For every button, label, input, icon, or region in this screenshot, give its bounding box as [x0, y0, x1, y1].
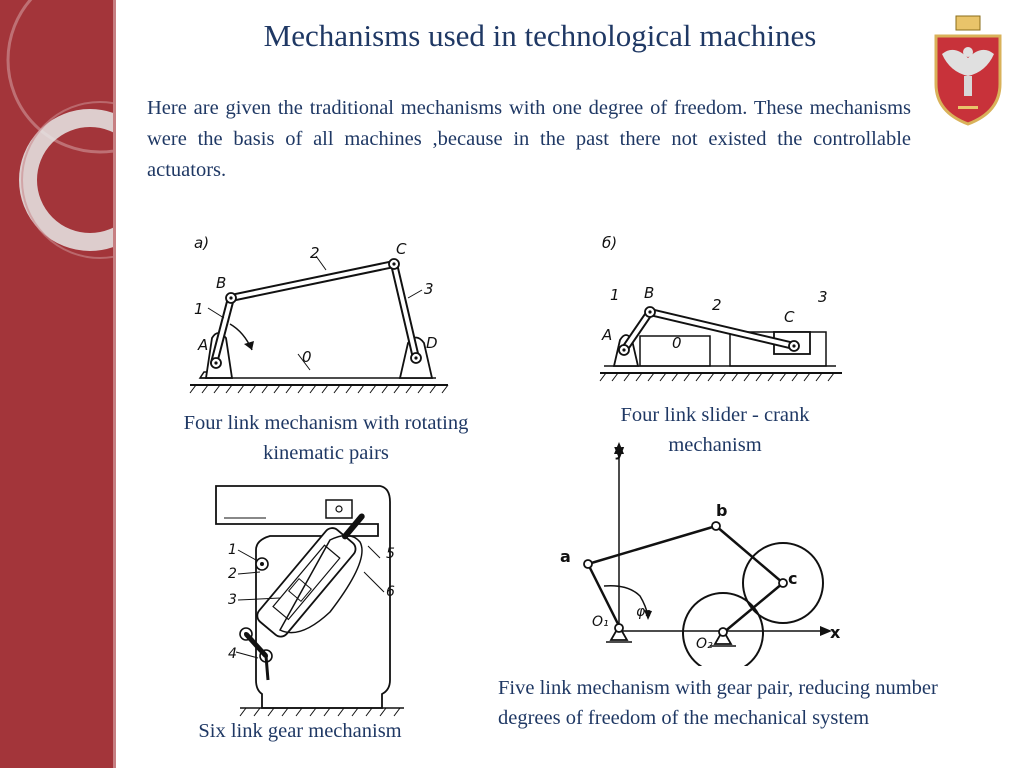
slider-crank-mechanism-figure: б) A B C 1 2 3 0	[596, 228, 846, 388]
four-link-mechanism-figure: а) A B C D 1 2 3 0	[186, 228, 454, 398]
five-link-label-phi: φ₂	[636, 604, 651, 620]
five-link-caption: Five link mechanism with gear pair, redu…	[498, 677, 938, 729]
five-link-label-x: x	[830, 623, 841, 642]
five-link-label-c: c	[788, 569, 797, 588]
four-link-label-3: 3	[424, 280, 434, 298]
four-link-label-a: A	[197, 336, 208, 354]
decorative-rings-icon	[6, 0, 113, 259]
slider-crank-tag: б)	[602, 234, 617, 252]
slider-crank-mechanism-diagram: б) A B C 1 2 3 0	[599, 234, 842, 382]
four-link-label-0: 0	[302, 348, 312, 366]
slider-crank-label-c: C	[784, 308, 795, 326]
four-link-label-2: 2	[310, 244, 320, 262]
five-link-label-o2: O₂	[696, 636, 713, 652]
crest-emblem-icon	[934, 15, 1002, 126]
four-link-label-d: D	[426, 334, 438, 352]
six-link-label-2: 2	[228, 566, 237, 582]
six-link-label-5: 5	[386, 546, 395, 562]
four-link-tag: а)	[194, 234, 209, 252]
slider-crank-label-2: 2	[712, 296, 722, 314]
five-link-label-a: a	[560, 547, 571, 566]
six-link-label-4: 4	[228, 646, 237, 662]
four-link-label-c: C	[396, 240, 407, 258]
six-link-label-3: 3	[228, 592, 237, 608]
four-link-label-b: B	[216, 274, 226, 292]
six-link-caption: Six link gear mechanism	[198, 720, 402, 742]
intro-paragraph: Here are given the traditional mechanism…	[147, 97, 911, 181]
slider-crank-caption: Four link slider - crank mechanism	[620, 404, 810, 456]
six-link-label-6: 6	[386, 584, 395, 600]
six-link-gear-diagram: 1 2 3 4 5 6	[215, 485, 404, 717]
university-crest	[928, 14, 1008, 126]
five-link-gear-diagram: y x a b c O₁ O₂ φ₂	[560, 441, 841, 674]
four-link-mechanism-diagram: а) A B C D 1 2 3 0	[189, 234, 449, 394]
slide-title: Mechanisms used in technological machine…	[263, 18, 817, 53]
five-link-gear-figure: y x a b c O₁ O₂ φ₂	[548, 436, 854, 674]
slider-crank-label-1: 1	[610, 286, 620, 304]
six-link-label-1: 1	[228, 542, 237, 558]
five-link-label-o1: O₁	[592, 614, 609, 630]
slider-crank-label-3: 3	[818, 288, 828, 306]
sidebar-decoration	[0, 0, 113, 768]
sidebar-divider	[113, 0, 116, 768]
slider-crank-label-0: 0	[672, 334, 682, 352]
slider-crank-label-b: B	[644, 284, 654, 302]
six-link-gear-figure: 1 2 3 4 5 6	[210, 480, 410, 720]
five-link-label-b: b	[716, 501, 727, 520]
five-link-label-y: y	[614, 441, 625, 460]
four-link-label-1: 1	[194, 300, 204, 318]
slider-crank-label-a: A	[601, 326, 612, 344]
four-link-caption: Four link mechanism with rotating kinema…	[183, 412, 469, 464]
